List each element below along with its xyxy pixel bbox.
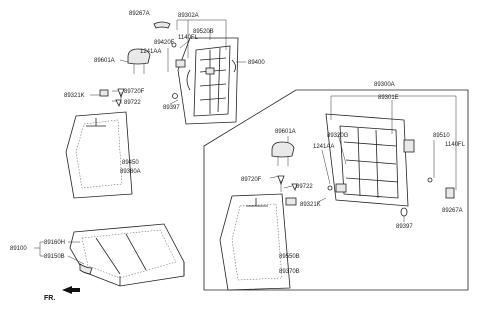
label-89321k-top: 89321K	[64, 93, 85, 99]
part-labels: 89267A 89302A 1140FL 89520B 89420F 1241A…	[10, 11, 466, 302]
label-1241aa-right: 1241AA	[313, 144, 334, 150]
clip-89267a-right-icon	[445, 187, 455, 199]
label-89302a: 89302A	[178, 13, 199, 19]
label-89722-right: 89722	[296, 184, 313, 190]
label-89267a-right: 89267A	[442, 208, 463, 214]
label-89720f-right: 89720F	[241, 177, 262, 183]
headrest-upper-icon	[127, 48, 151, 74]
right-assembly-box	[203, 89, 469, 291]
seatback-frame-upper-icon	[171, 37, 239, 125]
seatback-cushion-upper-icon	[65, 111, 133, 199]
front-label: FR.	[44, 295, 55, 302]
label-89510: 89510	[433, 133, 450, 139]
label-1140fl-top: 1140FL	[178, 35, 199, 41]
label-1241aa-top: 1241AA	[140, 49, 161, 55]
bezel-89321k-icon	[99, 89, 109, 97]
label-89267a-top: 89267A	[129, 11, 150, 17]
label-89420f: 89420F	[154, 40, 175, 46]
label-89300a: 89300A	[374, 82, 395, 88]
label-89720f-top: 89720F	[124, 89, 145, 95]
seatback-frame-right-icon	[325, 113, 433, 207]
guide-89722-right-icon	[291, 183, 298, 192]
label-89550b: 89550B	[279, 254, 300, 260]
label-89397-top: 89397	[163, 105, 180, 111]
label-89520b: 89520B	[193, 29, 214, 35]
hook-89397-right-icon	[400, 207, 408, 217]
label-89150b: 89150B	[44, 254, 65, 260]
headrest-right-icon	[271, 141, 295, 166]
label-89160h: 89160H	[44, 240, 65, 246]
upper-callout-lines	[90, 19, 246, 171]
label-89321k-right: 89321K	[300, 202, 321, 208]
cushion-callout-lines	[34, 241, 85, 265]
clip-89267a-icon	[153, 21, 171, 29]
front-arrow-icon	[62, 286, 80, 294]
label-89722-top: 89722	[124, 100, 141, 106]
label-1140fl-right: 1140FL	[445, 142, 466, 148]
label-89301e: 89301E	[378, 95, 399, 101]
guide-89722-icon	[115, 99, 122, 108]
bezel-89321k-right-icon	[285, 197, 297, 206]
label-89100: 89100	[10, 246, 27, 252]
label-89380a: 89380A	[120, 169, 141, 175]
label-89370b: 89370B	[279, 269, 300, 275]
label-89400: 89400	[248, 60, 265, 66]
label-89450: 89450	[122, 160, 139, 166]
label-89320g: 89320G	[327, 133, 349, 139]
label-89601a-top: 89601A	[94, 58, 115, 64]
label-89397-right: 89397	[396, 224, 413, 230]
hook-89397-icon	[172, 93, 178, 99]
seat-cushion-icon	[69, 223, 185, 287]
label-89601a-right: 89601A	[275, 129, 296, 135]
seatback-cushion-right-icon	[219, 193, 291, 291]
